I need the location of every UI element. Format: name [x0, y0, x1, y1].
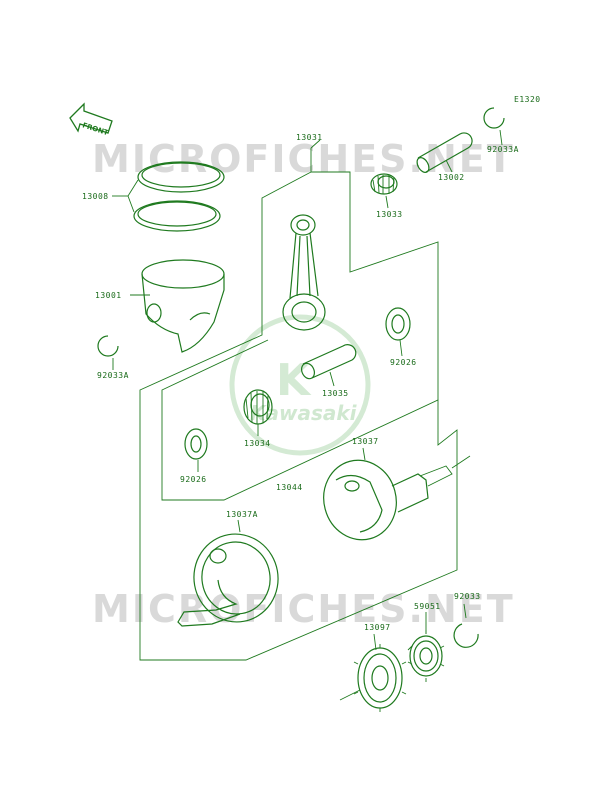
assembly-outline — [139, 139, 458, 661]
thrust-washer-left — [184, 428, 208, 472]
label-13001: 13001 — [95, 291, 122, 300]
label-13037: 13037 — [352, 437, 379, 446]
label-92033: 92033 — [454, 592, 481, 601]
label-13008: 13008 — [82, 192, 109, 201]
circlip-top — [483, 107, 505, 146]
connecting-rod — [282, 214, 326, 331]
label-92033A-left: 92033A — [97, 371, 129, 380]
gear-large — [339, 633, 407, 712]
watermark-bottom: MICROFICHES.NET — [92, 587, 515, 631]
thrust-washer-right — [385, 307, 411, 357]
circlip-left — [97, 335, 119, 370]
label-13033: 13033 — [376, 210, 403, 219]
piston-rings — [112, 161, 225, 232]
kawasaki-logo: K Kawasaki — [229, 314, 371, 456]
label-13044: 13044 — [276, 483, 303, 492]
gear-small — [407, 612, 445, 682]
label-13035: 13035 — [322, 389, 349, 398]
piston — [130, 259, 225, 353]
crank-pin — [300, 344, 357, 387]
label-92026-right: 92026 — [390, 358, 417, 367]
crankshaft-right — [323, 447, 471, 541]
label-13037A: 13037A — [226, 510, 258, 519]
label-13031: 13031 — [296, 133, 323, 142]
label-13034: 13034 — [244, 439, 271, 448]
diagram-code: E1320 — [514, 95, 541, 104]
label-59051: 59051 — [414, 602, 441, 611]
crankshaft-left — [177, 519, 279, 627]
label-92033A-top: 92033A — [487, 145, 519, 154]
label-13097: 13097 — [364, 623, 391, 632]
circlip-gear — [453, 603, 479, 648]
label-92026-left: 92026 — [180, 475, 207, 484]
label-13002: 13002 — [438, 173, 465, 182]
small-end-bearing — [370, 173, 398, 209]
front-arrow-icon: FRONT — [69, 102, 113, 137]
big-end-bearing — [243, 389, 273, 436]
piston-pin — [416, 132, 473, 173]
